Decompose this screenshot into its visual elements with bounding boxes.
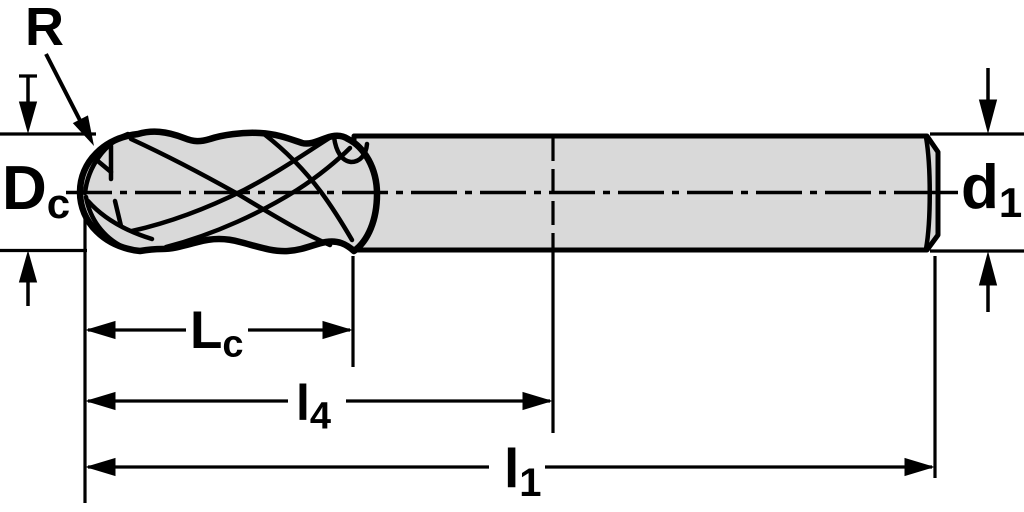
l1-dimension bbox=[85, 457, 935, 477]
cutting-length-label-main: L bbox=[190, 301, 223, 360]
nose-cutting-edge bbox=[82, 131, 131, 196]
lc-dimension bbox=[85, 320, 353, 340]
flute-curl-line bbox=[331, 134, 370, 165]
shank-diameter-label-sub: 1 bbox=[998, 179, 1023, 227]
radius-label: R bbox=[25, 0, 64, 54]
l4-dimension bbox=[85, 391, 553, 411]
l4-arrow-right-icon bbox=[522, 391, 553, 411]
nose-gash-line-3 bbox=[112, 198, 124, 229]
lc-arrow-right-icon bbox=[322, 320, 353, 340]
cutting-diameter-label-sub: c bbox=[46, 180, 71, 228]
shank-diameter-label-main: d bbox=[961, 153, 999, 222]
d1-diameter-arrows bbox=[978, 68, 998, 312]
lc-arrow-left-icon bbox=[85, 320, 116, 340]
shank-diameter-label: d1 bbox=[961, 157, 1022, 224]
flute-helix-line-down-2 bbox=[261, 131, 355, 243]
radius-label-main: R bbox=[25, 0, 64, 57]
overall-length-label-main: l bbox=[504, 437, 520, 499]
radius-leader bbox=[44, 53, 94, 146]
nose-lower-edge-2 bbox=[85, 198, 155, 242]
cutting-length-label-sub: c bbox=[222, 323, 244, 366]
flute-helix-line-up-1 bbox=[129, 134, 334, 234]
dc-top-arrow-icon bbox=[18, 101, 38, 134]
l1-arrow-right-icon bbox=[904, 457, 935, 477]
intermediate-length-label: l4 bbox=[296, 375, 331, 435]
cutting-diameter-label-main: D bbox=[2, 154, 47, 223]
overall-length-label: l1 bbox=[504, 441, 542, 503]
overall-length-label-sub: 1 bbox=[519, 460, 542, 505]
dc-bottom-arrow-icon bbox=[18, 250, 38, 283]
d1-bottom-arrow-icon bbox=[978, 251, 998, 286]
l4-arrow-left-icon bbox=[85, 391, 116, 411]
reference-lines bbox=[0, 132, 1024, 503]
d1-top-arrow-icon bbox=[978, 99, 998, 134]
intermediate-length-label-main: l bbox=[296, 375, 310, 431]
cutting-length-label: Lc bbox=[190, 301, 244, 363]
l1-arrow-left-icon bbox=[85, 457, 116, 477]
intermediate-length-label-sub: 4 bbox=[309, 395, 332, 438]
nose-gash-line-2 bbox=[90, 154, 114, 175]
cutting-diameter-label: Dc bbox=[2, 158, 70, 225]
radius-leader-arrow-icon bbox=[72, 115, 94, 146]
dc-diameter-arrows bbox=[18, 74, 38, 306]
